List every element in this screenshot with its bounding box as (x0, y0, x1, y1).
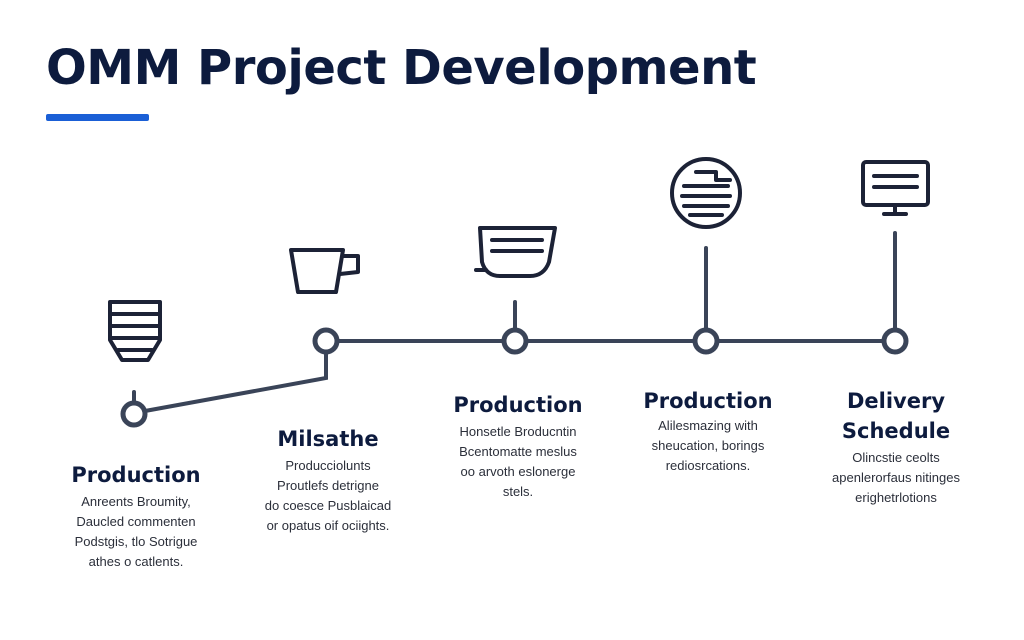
circle-document-icon (670, 157, 742, 229)
node-5 (881, 327, 909, 355)
milestone-1-title: Production (71, 463, 201, 487)
milestone-4-title: Production (643, 389, 773, 413)
milestone-5-description: Olincstie ceolts apenlerorfaus nitinges … (832, 450, 960, 505)
node-3 (501, 327, 529, 355)
tray-icon (474, 226, 557, 278)
page-title: OMM Project Development (46, 40, 757, 96)
milestone-5-title: Delivery Schedule (841, 389, 951, 443)
milestone-2-title: Milsathe (277, 427, 379, 451)
monitor-icon (861, 160, 930, 216)
milestone-3-description: Honsetle Broducntin Bcentomatte meslus o… (459, 424, 577, 499)
title-underline (46, 114, 149, 121)
milestone-2-description: Producciolunts Proutlefs detrigne do coe… (264, 458, 392, 533)
cup-icon (289, 248, 360, 294)
connector-1-2 (132, 339, 328, 415)
node-1 (120, 400, 148, 428)
milestone-3-title: Production (453, 393, 583, 417)
node-2 (312, 327, 340, 355)
milestone-4-description: Alilesmazing with sheucation, borings re… (651, 418, 765, 473)
node-4 (692, 327, 720, 355)
timeline-nodes (120, 327, 909, 428)
striped-shield-icon (108, 300, 162, 362)
milestone-1-description: Anreents Broumity, Daucled commenten Pod… (74, 494, 198, 569)
